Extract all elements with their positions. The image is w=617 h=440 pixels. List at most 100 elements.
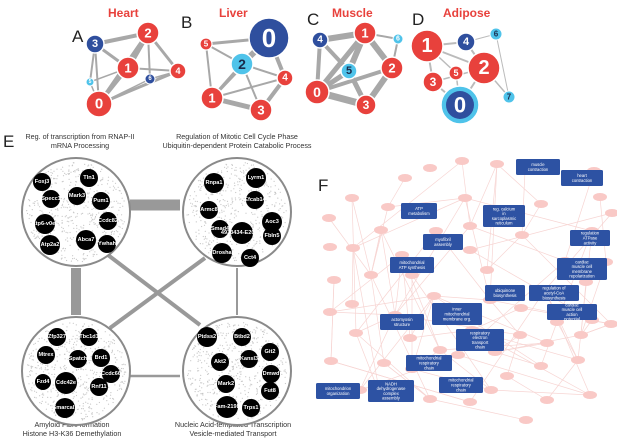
network-node	[540, 339, 554, 347]
gene-node: Zfp327	[48, 328, 66, 346]
gene-node: Fbln5	[263, 227, 281, 245]
gene-node: Ccdc82	[98, 212, 118, 230]
gene-label: Fam-219b	[214, 404, 241, 410]
gene-node: Mtrex	[37, 346, 55, 364]
svg-text:heart: heart	[577, 173, 587, 178]
gene-label: Zfp327	[48, 334, 66, 340]
gene-label: Tbc1d1	[79, 334, 99, 340]
gene-label: Cct4	[244, 255, 257, 261]
panel-d-node-1: 1	[410, 29, 444, 63]
panel-b-node-0: 0	[248, 17, 290, 59]
panel-letter-c: C	[307, 10, 319, 29]
panel-d-node-6-label: 6	[494, 30, 499, 39]
network-node	[423, 395, 437, 403]
network-node	[346, 244, 360, 252]
gene-label: Rnpa1	[205, 180, 222, 186]
network-node	[429, 227, 443, 235]
svg-text:assembly: assembly	[382, 396, 401, 401]
gene-node: Armc8	[200, 201, 218, 219]
svg-text:reticulum: reticulum	[496, 221, 513, 226]
panel-b-node-1: 1	[200, 86, 224, 110]
panel-b-node-1-label: 1	[208, 91, 215, 106]
gene-label: Cdc42e	[56, 380, 76, 386]
gene-node: Tln1	[80, 169, 98, 187]
panel-a-node-2: 2	[136, 21, 160, 45]
gene-label: Fzd4	[37, 379, 51, 385]
svg-text:ATPase: ATPase	[583, 236, 598, 241]
svg-text:ubiquinone: ubiquinone	[495, 288, 516, 293]
network-node	[324, 357, 338, 365]
panel-d-title: Adipose	[443, 6, 491, 20]
network-node	[364, 271, 378, 279]
panel-b-title: Liver	[219, 6, 248, 20]
svg-text:structure: structure	[394, 322, 411, 327]
network-node	[480, 266, 494, 274]
panel-d-node-4-label: 4	[463, 36, 470, 48]
panel-b-node-5-label: 5	[204, 40, 209, 49]
svg-text:chain: chain	[475, 345, 486, 350]
panel-d-node-5: 5	[448, 65, 464, 81]
panel-f-labels: musclecontractionheartcontractionATPmeta…	[316, 159, 610, 402]
gene-node: Specc1	[41, 190, 61, 208]
svg-text:dehydrogenase: dehydrogenase	[377, 386, 407, 391]
network-node	[604, 320, 617, 328]
panel-c-node-4: 4	[311, 31, 329, 49]
panel-a-node-4: 4	[169, 62, 187, 80]
network-node	[484, 386, 498, 394]
svg-text:ATP: ATP	[415, 206, 423, 211]
svg-text:activity: activity	[584, 240, 598, 245]
gene-label: Abca7	[78, 237, 95, 243]
panel-d-node-0: 0	[440, 85, 480, 125]
gene-label: Ccdc66	[101, 371, 121, 377]
svg-text:electron: electron	[473, 335, 489, 340]
gene-label: Btbd2	[234, 334, 250, 340]
panel-c-node-2: 2	[380, 56, 404, 80]
gene-label: Mtrex	[39, 352, 55, 358]
network-node	[519, 416, 533, 424]
network-node	[605, 209, 617, 217]
svg-text:assembly: assembly	[434, 242, 453, 247]
panel-d-node-5-label: 5	[453, 68, 458, 78]
gene-node: Spatch	[69, 350, 88, 368]
network-node	[571, 356, 585, 364]
network-node	[423, 164, 437, 172]
network-node	[515, 231, 529, 239]
svg-text:respiratory: respiratory	[419, 361, 440, 366]
network-node	[463, 222, 477, 230]
gene-node: Mark3	[68, 187, 86, 205]
panel-c-node-6: 6	[392, 33, 404, 45]
network-node	[514, 304, 528, 312]
panel-a-node-6-label: 6	[148, 76, 152, 82]
gene-node: Cdc42e	[55, 372, 77, 394]
network-node	[398, 174, 412, 182]
svg-text:muscle cell: muscle cell	[572, 264, 593, 269]
panel-b-node-5: 5	[199, 37, 213, 51]
panel-letter-d: D	[412, 10, 424, 29]
panel-d-node-7-label: 7	[507, 93, 512, 102]
network-node	[583, 391, 597, 399]
gene-label: Spatch	[69, 356, 88, 362]
network-node	[490, 160, 504, 168]
panel-b-node-2: 2	[230, 52, 254, 76]
svg-text:reg. calcium: reg. calcium	[493, 206, 516, 211]
svg-text:cardiac: cardiac	[575, 259, 589, 264]
gene-label: Ywhah	[98, 241, 117, 247]
gene-label: Fbln5	[265, 233, 280, 239]
gene-node: Rnpa1	[204, 173, 224, 193]
gene-node: Fam-219b	[214, 396, 241, 418]
panel-letter-e: E	[3, 132, 14, 151]
panel-d-node-7: 7	[502, 90, 516, 104]
gene-node: Ywhah	[98, 235, 117, 253]
gene-node: Drosha	[212, 243, 233, 263]
svg-text:transport: transport	[472, 340, 489, 345]
